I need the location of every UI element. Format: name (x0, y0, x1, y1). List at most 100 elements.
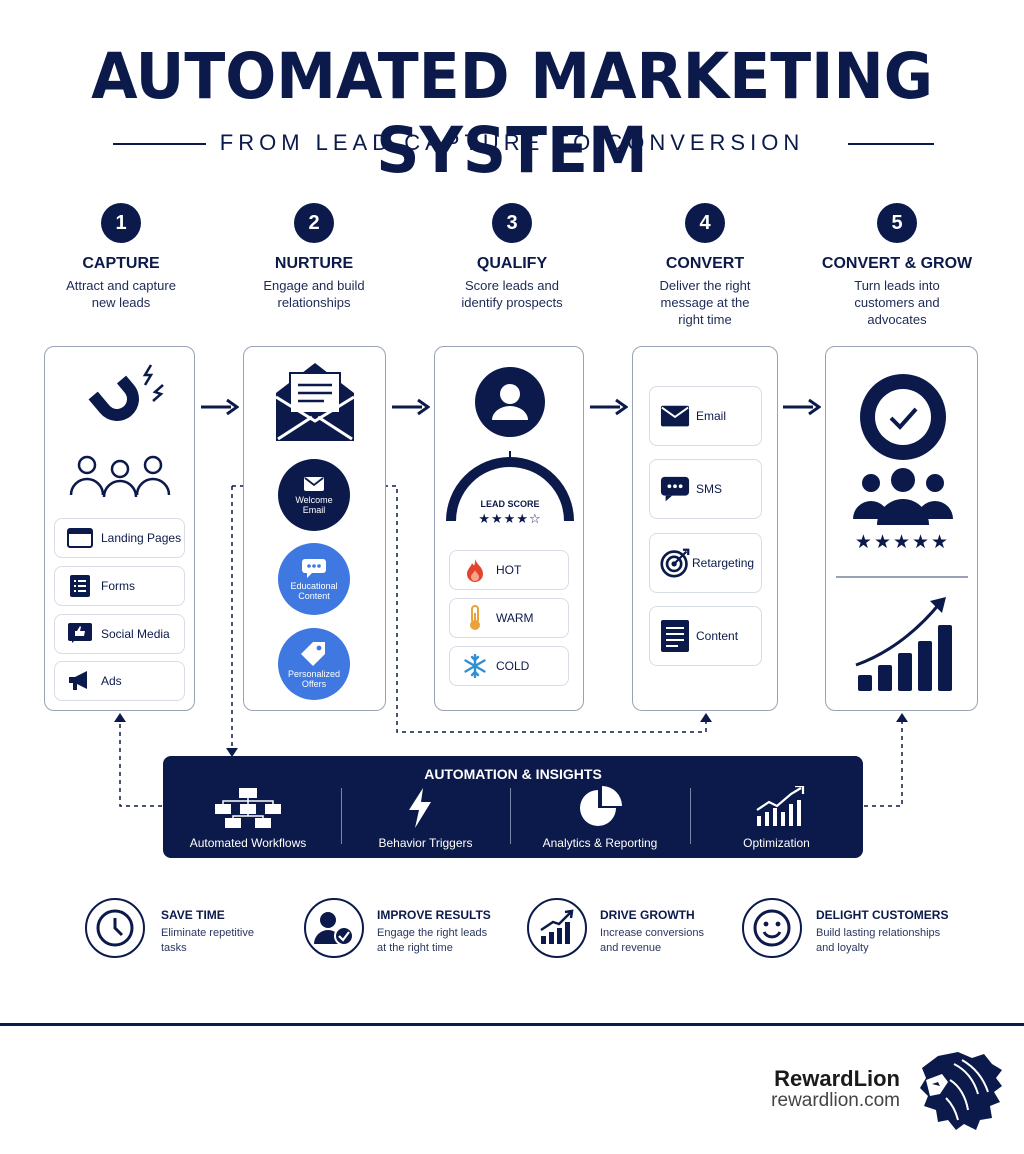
lion-logo-icon (920, 1052, 1002, 1130)
footer-rule (0, 1023, 1024, 1026)
user-check-icon (304, 898, 364, 958)
thermometer-icon (460, 605, 490, 631)
capture-item-ads[interactable]: Ads (54, 661, 185, 701)
flow-arrow-1 (201, 396, 240, 424)
snowflake-icon (460, 654, 490, 678)
step-3-number: 3 (492, 203, 532, 243)
capture-card: Landing Pages Forms Social Media Ads (44, 346, 195, 711)
qualify-level-label: HOT (496, 563, 522, 577)
chat-bubble-icon (302, 558, 326, 578)
qualify-level-hot[interactable]: HOT (449, 550, 569, 590)
step-5-title: CONVERT & GROW (821, 255, 973, 272)
connector-nurture-to-convert (232, 485, 707, 733)
lead-score-label: LEAD SCORE (480, 499, 540, 509)
flow-arrow-4 (783, 396, 822, 424)
megaphone-icon (65, 671, 95, 691)
flow-arrow-3 (590, 396, 629, 424)
capture-item-label: Landing Pages (101, 531, 182, 545)
automation-item-analytics: Analytics & Reporting (542, 836, 658, 850)
automation-item-optimization: Optimization (743, 836, 810, 850)
optimization-trend-icon (756, 786, 805, 826)
growth-bar-chart-icon (855, 597, 952, 691)
step-1-title: CAPTURE (82, 255, 160, 272)
target-icon (660, 546, 690, 580)
qualify-level-label: COLD (496, 659, 530, 673)
step-1-number: 1 (101, 203, 141, 243)
convert-channel-email[interactable]: Email (649, 386, 762, 446)
automation-item-workflows: Automated Workflows (189, 836, 307, 850)
user-avatar-icon (475, 367, 545, 437)
benefit-title: DELIGHT CUSTOMERS (816, 908, 949, 922)
magnet-icon (88, 364, 164, 421)
qualify-level-cold[interactable]: COLD (449, 646, 569, 686)
document-icon (660, 619, 690, 653)
connector-to-grow (864, 720, 903, 807)
check-circle-icon (860, 374, 946, 460)
convert-channel-label: SMS (696, 482, 723, 496)
convert-channel-label: Content (696, 629, 739, 643)
benefit-title: IMPROVE RESULTS (377, 908, 491, 922)
automation-divider (341, 788, 342, 844)
step-3-title: QUALIFY (476, 255, 548, 272)
envelope-icon (275, 363, 355, 441)
capture-item-landing-pages[interactable]: Landing Pages (54, 518, 185, 558)
automation-item-triggers: Behavior Triggers (378, 836, 473, 850)
grow-card: ★★★★★ (825, 346, 978, 711)
arrowhead-down-bar (226, 748, 238, 757)
automation-divider (510, 788, 511, 844)
customers-group-icon (853, 468, 953, 525)
arrowhead-up-convert (700, 713, 712, 722)
convert-channel-label: Retargeting (692, 556, 755, 570)
convert-channel-sms[interactable]: SMS (649, 459, 762, 519)
convert-channel-label: Email (696, 409, 727, 423)
automation-divider (690, 788, 691, 844)
subtitle-left-rule (113, 143, 206, 145)
workflow-icon (215, 788, 281, 828)
automation-insights-bar: AUTOMATION & INSIGHTS Automated Workflow… (163, 756, 863, 858)
page-title: AUTOMATED MARKETING SYSTEM (91, 40, 933, 188)
thumbs-up-icon (65, 623, 95, 645)
lead-score-gauge (446, 451, 574, 522)
benefit-title: DRIVE GROWTH (600, 908, 695, 922)
arrowhead-up-grow (896, 713, 908, 722)
sms-bubble-icon (660, 475, 690, 503)
flow-arrow-2 (392, 396, 431, 424)
capture-item-label: Ads (101, 674, 122, 688)
step-2-number: 2 (294, 203, 334, 243)
convert-card: Email SMS Retargeting Content (632, 346, 778, 711)
smiley-face-icon (742, 898, 802, 958)
customer-rating-stars: ★★★★★ (854, 532, 951, 553)
people-icon (69, 455, 171, 498)
brand-url[interactable]: rewardlion.com (771, 1090, 900, 1111)
arrowhead-up-capture (114, 713, 126, 722)
clock-icon (85, 898, 145, 958)
capture-item-forms[interactable]: Forms (54, 566, 185, 606)
step-4-number: 4 (685, 203, 725, 243)
subtitle-row: FROM LEAD CAPTURE TO CONVERSION (0, 130, 1024, 160)
benefit-title: SAVE TIME (161, 908, 225, 922)
qualify-level-warm[interactable]: WARM (449, 598, 569, 638)
capture-item-social-media[interactable]: Social Media (54, 614, 185, 654)
qualify-card: LEAD SCORE ★★★★☆ HOT WARM COLD (434, 346, 584, 711)
form-list-icon (65, 575, 95, 597)
envelope-small-icon (660, 404, 690, 428)
convert-channel-retargeting[interactable]: Retargeting (649, 533, 762, 593)
flame-icon (460, 558, 490, 582)
grow-divider (836, 576, 968, 578)
convert-channel-content[interactable]: Content (649, 606, 762, 666)
